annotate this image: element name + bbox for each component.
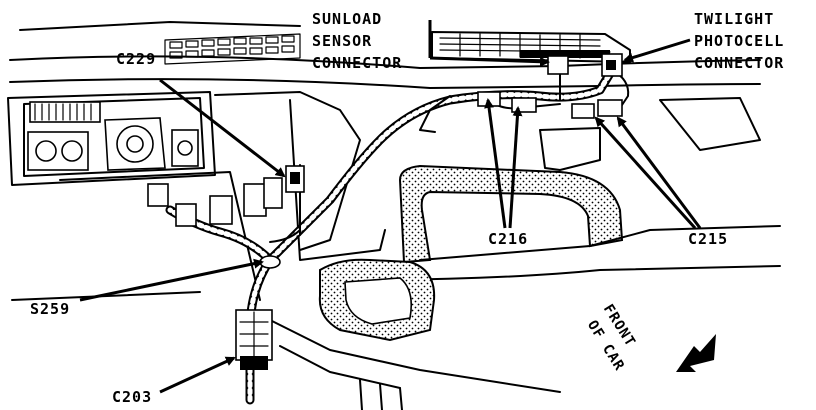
hvac-duct [349,97,781,281]
connector-c215 [571,99,623,119]
label-photocell: PHOTOCELL [694,32,785,50]
left-defroster-grille [164,33,301,65]
lower-duct [318,258,436,342]
callout-arrows [79,20,702,394]
front-of-car-arrow-icon [676,334,716,372]
label-c229: C229 [116,50,157,68]
label-sensor-connector: CONNECTOR [312,54,403,72]
dashboard-top-edge [9,21,761,89]
connector-c229 [285,165,305,193]
sunload-sensor-connector [547,55,569,75]
label-c215: C215 [688,230,729,248]
label-c203: C203 [112,388,153,406]
panel-outlines [11,91,561,410]
connector-c203 [235,309,273,370]
label-sensor: SENSOR [312,32,373,50]
label-photocell-connector: CONNECTOR [694,54,785,72]
label-twilight: TWILIGHT [694,10,775,28]
label-c216: C216 [488,230,529,248]
splice-s259 [259,255,281,269]
label-sunload: SUNLOAD [312,10,383,28]
right-defroster-grille [431,31,631,63]
instrument-cluster-area [7,91,216,186]
label-s259: S259 [30,300,71,318]
connector-cluster-left [147,177,283,227]
twilight-photocell-connector [601,53,623,77]
